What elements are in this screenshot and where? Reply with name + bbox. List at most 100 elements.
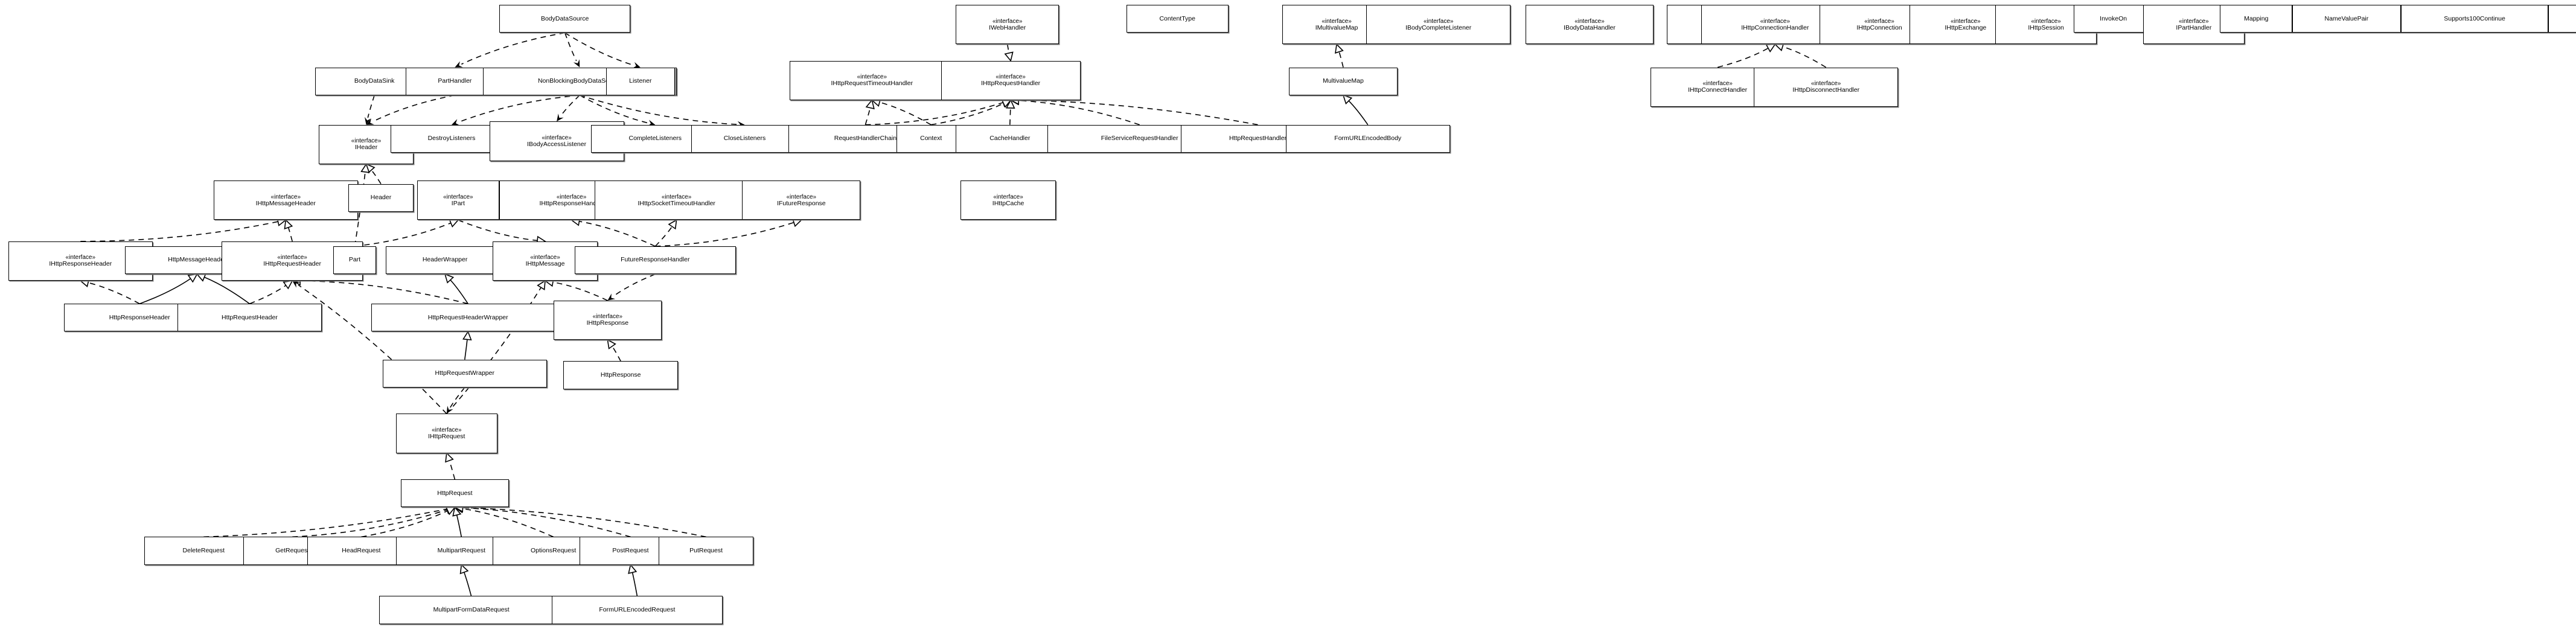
class-name-label: IHttpSession bbox=[2028, 24, 2064, 31]
edge-line bbox=[80, 221, 279, 242]
edge-line bbox=[354, 222, 452, 247]
class-name-label: IHttpResponseHandler bbox=[539, 199, 604, 207]
class-node-HttpRequest[interactable]: HttpRequest bbox=[400, 479, 510, 508]
class-node-Listener[interactable]: Listener bbox=[606, 67, 675, 95]
inheritance-arrowhead bbox=[284, 219, 293, 230]
edge-line bbox=[878, 101, 932, 126]
class-name-label: GetRequest bbox=[275, 546, 310, 554]
class-name-label: IHttpCache bbox=[992, 199, 1024, 207]
edge-line bbox=[865, 107, 871, 125]
class-name-label: CacheHandler bbox=[989, 135, 1031, 142]
class-node-PutRequest[interactable]: PutRequest bbox=[658, 537, 754, 565]
inheritance-arrowhead bbox=[1342, 94, 1353, 105]
class-node-IHttpRequestTimeoutHandler[interactable]: «interface»IHttpRequestTimeoutHandler bbox=[790, 60, 954, 100]
class-node-FutureResponseHandler[interactable]: FutureResponseHandler bbox=[575, 246, 736, 275]
class-node-IHttpSocketTimeoutHandler[interactable]: «interface»IHttpSocketTimeoutHandler bbox=[594, 180, 759, 220]
edge-line bbox=[552, 281, 608, 301]
class-node-IHttpRequest[interactable]: «interface»IHttpRequest bbox=[395, 414, 498, 453]
edge-line bbox=[461, 32, 565, 65]
class-name-label: HttpRequestHandler bbox=[1229, 135, 1287, 142]
class-name-label: HeaderWrapper bbox=[422, 256, 468, 264]
dependency-arrowhead bbox=[455, 61, 463, 68]
class-node-MultipartFormDataRequest[interactable]: MultipartFormDataRequest bbox=[379, 596, 563, 624]
class-name-label: IMultivalueMap bbox=[1315, 24, 1358, 31]
class-node-IHttpResponse[interactable]: «interface»IHttpResponse bbox=[553, 300, 662, 340]
class-node-BodyDataSource[interactable]: BodyDataSource bbox=[499, 5, 631, 33]
edge-line bbox=[87, 282, 140, 304]
stereotype-label: «interface» bbox=[1574, 18, 1605, 25]
class-name-label: IHttpDisconnectHandler bbox=[1792, 86, 1860, 94]
class-node-CacheHandler[interactable]: CacheHandler bbox=[956, 124, 1064, 153]
edge-line bbox=[579, 95, 738, 125]
class-node-IHttpCache[interactable]: «interface»IHttpCache bbox=[960, 180, 1056, 220]
inheritance-arrowhead bbox=[607, 339, 616, 350]
class-node-Supports100Continue[interactable]: Supports100Continue bbox=[2400, 5, 2549, 33]
edge-line bbox=[292, 509, 449, 538]
edge-line bbox=[1009, 107, 1011, 125]
class-node-HttpRequestHeaderWrapper[interactable]: HttpRequestHeaderWrapper bbox=[371, 304, 565, 332]
class-node-ContentType[interactable]: ContentType bbox=[1126, 5, 1229, 33]
class-node-Context[interactable]: Context bbox=[896, 124, 966, 153]
inheritance-arrowhead bbox=[1335, 43, 1344, 54]
class-name-label: MultipartFormDataRequest bbox=[433, 605, 510, 613]
class-node-HttpResponse[interactable]: HttpResponse bbox=[563, 361, 679, 389]
edge-line bbox=[564, 32, 634, 66]
class-name-label: IHttpSocketTimeoutHandler bbox=[638, 199, 715, 207]
class-name-label: IHttpConnectionHandler bbox=[1741, 24, 1809, 31]
inheritance-arrowhead bbox=[452, 506, 462, 517]
class-node-FormURLEncodedBody[interactable]: FormURLEncodedBody bbox=[1285, 124, 1450, 153]
edge-line bbox=[299, 280, 468, 304]
class-node-HttpRequestHeader[interactable]: HttpRequestHeader bbox=[177, 304, 322, 332]
edge-line bbox=[1006, 44, 1010, 54]
class-name-label: HttpRequestWrapper bbox=[435, 369, 494, 377]
class-node-SynchronizedOn[interactable]: SynchronizedOn bbox=[2548, 5, 2576, 33]
class-node-MultivalueMap[interactable]: MultivalueMap bbox=[1289, 67, 1398, 95]
class-node-IFutureResponse[interactable]: «interface»IFutureResponse bbox=[742, 180, 861, 220]
class-node-Part[interactable]: Part bbox=[333, 246, 376, 275]
class-node-Header[interactable]: Header bbox=[348, 184, 414, 212]
class-node-InvokeOn[interactable]: InvokeOn bbox=[2074, 5, 2153, 33]
class-name-label: DeleteRequest bbox=[182, 546, 225, 554]
class-node-IBodyDataHandler[interactable]: «interface»IBodyDataHandler bbox=[1525, 5, 1654, 45]
class-node-Mapping[interactable]: Mapping bbox=[2220, 5, 2293, 33]
edge-line bbox=[1347, 100, 1369, 126]
class-name-label: BodyDataSink bbox=[354, 77, 395, 85]
class-node-HeaderWrapper[interactable]: HeaderWrapper bbox=[386, 246, 505, 275]
class-node-CloseListeners[interactable]: CloseListeners bbox=[691, 124, 798, 153]
class-name-label: PartHandler bbox=[438, 77, 472, 85]
class-name-label: IHttpRequest bbox=[428, 432, 465, 440]
class-node-HttpRequestWrapper[interactable]: HttpRequestWrapper bbox=[382, 359, 547, 388]
class-name-label: HttpRequestHeader bbox=[222, 313, 278, 321]
class-node-NameValuePair[interactable]: NameValuePair bbox=[2292, 5, 2401, 33]
class-name-label: IHttpResponseHeader bbox=[49, 260, 112, 268]
stereotype-label: «interface» bbox=[351, 138, 382, 145]
class-node-IWebHandler[interactable]: «interface»IWebHandler bbox=[956, 5, 1059, 45]
class-name-label: FileServiceRequestHandler bbox=[1101, 135, 1178, 142]
stereotype-label: «interface» bbox=[1864, 18, 1894, 25]
stereotype-label: «interface» bbox=[556, 193, 587, 200]
class-node-IHttpRequestHandler[interactable]: «interface»IHttpRequestHandler bbox=[941, 60, 1081, 100]
edge-line bbox=[464, 339, 468, 360]
stereotype-label: «interface» bbox=[65, 254, 96, 261]
class-node-IBodyCompleteListener[interactable]: «interface»IBodyCompleteListener bbox=[1366, 5, 1511, 45]
class-node-IPart[interactable]: «interface»IPart bbox=[417, 180, 499, 220]
edge-line bbox=[287, 226, 293, 242]
inheritance-arrowhead bbox=[283, 280, 293, 290]
inheritance-arrowhead bbox=[628, 563, 638, 574]
class-node-FormURLEncodedRequest[interactable]: FormURLEncodedRequest bbox=[551, 596, 723, 624]
class-node-IHttpDisconnectHandler[interactable]: «interface»IHttpDisconnectHandler bbox=[1753, 67, 1899, 107]
class-name-label: IBodyAccessListener bbox=[527, 140, 587, 148]
inheritance-arrowhead bbox=[1765, 43, 1776, 53]
class-name-label: OptionsRequest bbox=[530, 546, 577, 554]
inheritance-arrowhead bbox=[459, 564, 469, 575]
edge-line bbox=[458, 95, 580, 123]
class-name-label: NonBlockingBodyDataSource bbox=[537, 77, 622, 85]
stereotype-label: «interface» bbox=[277, 254, 307, 261]
class-name-label: FormURLEncodedBody bbox=[1334, 135, 1402, 142]
edge-line bbox=[450, 387, 465, 408]
inheritance-arrowhead bbox=[1004, 51, 1014, 62]
edge-line bbox=[449, 279, 468, 304]
class-name-label: IFutureResponse bbox=[777, 199, 826, 207]
class-node-IHttpMessageHeader[interactable]: «interface»IHttpMessageHeader bbox=[213, 180, 358, 220]
